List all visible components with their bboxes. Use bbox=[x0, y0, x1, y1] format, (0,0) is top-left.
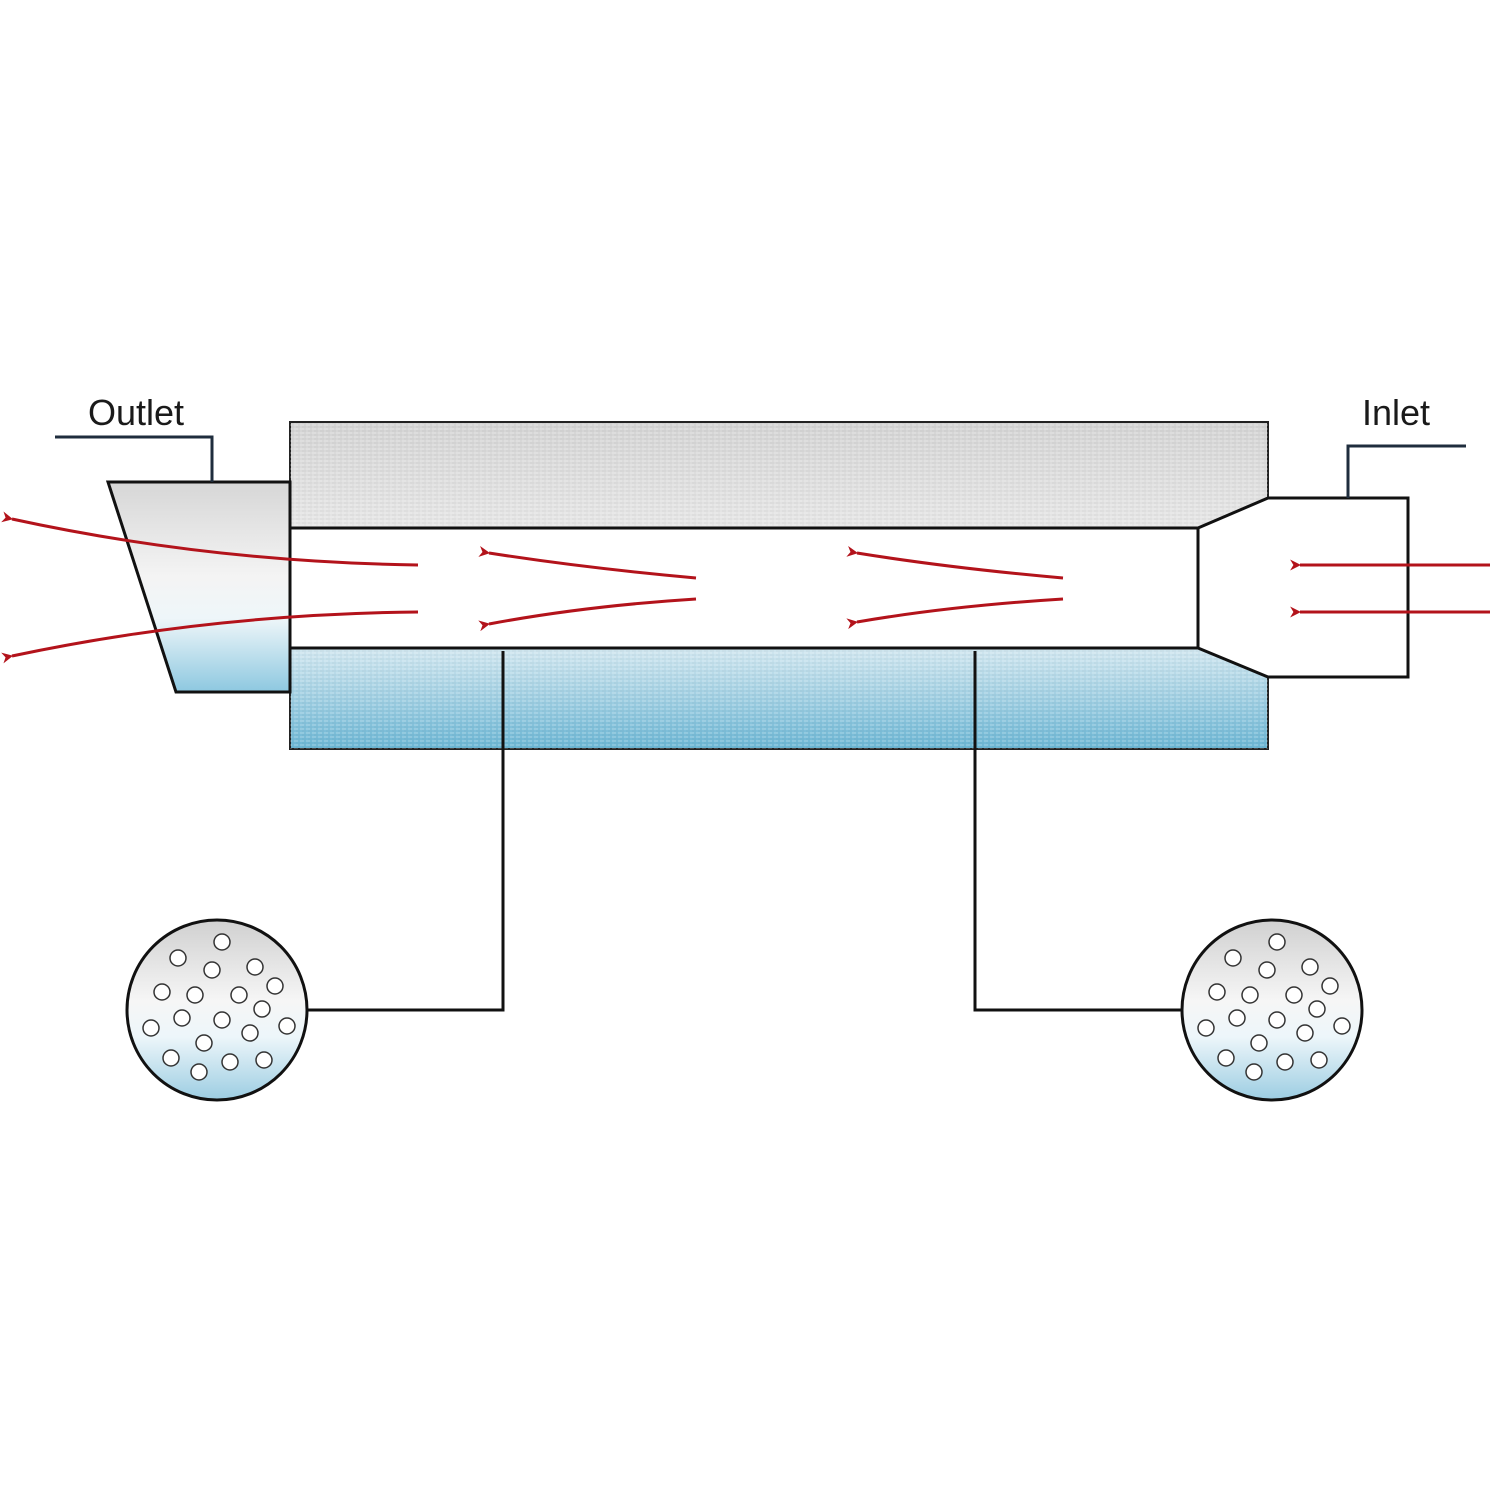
perforation-hole bbox=[1268, 933, 1286, 951]
flow-arrow-icon bbox=[1, 511, 419, 567]
perforation-hole bbox=[1321, 977, 1339, 995]
perforation-hole bbox=[1301, 958, 1319, 976]
flow-arrow-icon bbox=[846, 597, 1064, 630]
flow-arrow-icon bbox=[478, 546, 697, 580]
perforation-hole bbox=[153, 983, 171, 1001]
perforation-hole bbox=[203, 961, 221, 979]
outlet-tip bbox=[105, 480, 292, 694]
perforation-hole bbox=[162, 1049, 180, 1067]
left-perforated-plate-icon bbox=[125, 918, 309, 1102]
perforation-hole bbox=[1276, 1053, 1294, 1071]
inlet-leader-line bbox=[1346, 444, 1466, 498]
perforation-hole bbox=[213, 933, 231, 951]
perforation-hole bbox=[1245, 1063, 1263, 1081]
perforation-hole bbox=[1285, 986, 1303, 1004]
perforation-hole bbox=[1296, 1024, 1314, 1042]
perforation-hole bbox=[241, 1024, 259, 1042]
perforation-hole bbox=[1308, 1000, 1326, 1018]
flow-arrows bbox=[1, 511, 1490, 664]
perforation-hole bbox=[1197, 1019, 1215, 1037]
outlet-label: Outlet bbox=[88, 392, 184, 433]
perforation-hole bbox=[190, 1063, 208, 1081]
perforation-hole bbox=[253, 1000, 271, 1018]
inlet-label: Inlet bbox=[1362, 392, 1430, 433]
perforation-hole bbox=[1258, 961, 1276, 979]
perforation-hole bbox=[1333, 1017, 1351, 1035]
perforation-hole bbox=[246, 958, 264, 976]
perforation-hole bbox=[186, 986, 204, 1004]
perforation-hole bbox=[173, 1009, 191, 1027]
perforation-hole bbox=[230, 986, 248, 1004]
perforation-hole bbox=[278, 1017, 296, 1035]
perforation-hole bbox=[1228, 1009, 1246, 1027]
perforation-hole bbox=[221, 1053, 239, 1071]
outlet-leader-line bbox=[55, 435, 214, 482]
perforation-hole bbox=[142, 1019, 160, 1037]
perforation-hole bbox=[1250, 1034, 1268, 1052]
flow-arrow-icon bbox=[846, 545, 1064, 580]
inner-tube bbox=[288, 526, 1200, 650]
right-callout-line bbox=[973, 651, 1183, 1012]
flow-arrow-icon bbox=[1, 610, 419, 664]
perforation-hole bbox=[1268, 1011, 1286, 1029]
perforation-hole bbox=[1217, 1049, 1235, 1067]
perforation-hole bbox=[195, 1034, 213, 1052]
perforation-hole bbox=[1208, 983, 1226, 1001]
inlet-pipe bbox=[1196, 496, 1410, 679]
left-callout-line bbox=[308, 651, 505, 1012]
perforation-hole bbox=[266, 977, 284, 995]
flow-arrow-icon bbox=[478, 597, 697, 632]
perforation-hole bbox=[1310, 1051, 1328, 1069]
perforation-hole bbox=[1224, 949, 1242, 967]
perforation-hole bbox=[1241, 986, 1259, 1004]
perforation-hole bbox=[255, 1051, 273, 1069]
perforation-hole bbox=[169, 949, 187, 967]
right-perforated-plate-icon bbox=[1180, 918, 1364, 1102]
perforation-hole bbox=[213, 1011, 231, 1029]
